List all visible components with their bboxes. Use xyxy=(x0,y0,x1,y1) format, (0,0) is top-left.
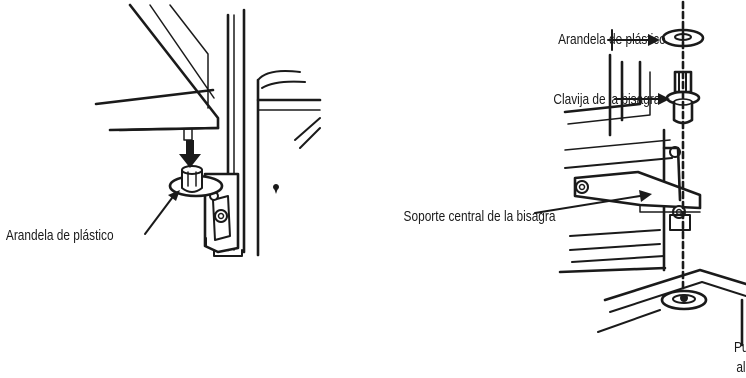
down-arrow-icon xyxy=(179,140,201,168)
left-plastic-washer xyxy=(168,165,224,198)
fresh-food-door xyxy=(597,268,746,347)
upper-door-panel xyxy=(94,3,220,141)
right-cabinet-frame xyxy=(558,29,673,274)
left-hinge-illustration xyxy=(94,3,322,257)
leader-arrowhead-hinge-pin xyxy=(658,93,670,105)
cabinet-hole xyxy=(273,184,279,194)
label-hinge-pin: Clavija de la bisagra xyxy=(553,91,661,107)
label-fresh-food-door-line2: alimentos frescos xyxy=(736,359,746,375)
leader-arrowhead-left-washer xyxy=(168,190,180,201)
label-center-hinge-bracket: Soporte central de la bisagra xyxy=(404,208,556,224)
label-top-plastic-washer: Arandela de plástico xyxy=(558,31,666,47)
leader-arrowhead-top-washer xyxy=(648,34,660,46)
label-left-plastic-washer: Arandela de plástico xyxy=(6,227,114,243)
leader-arrowhead-center-bracket xyxy=(639,190,652,202)
cabinet-frame xyxy=(226,8,322,257)
right-hinge-illustration xyxy=(534,0,746,347)
label-fresh-food-door-line1: Puerta de los xyxy=(734,339,746,355)
center-hinge-bracket xyxy=(573,146,702,231)
